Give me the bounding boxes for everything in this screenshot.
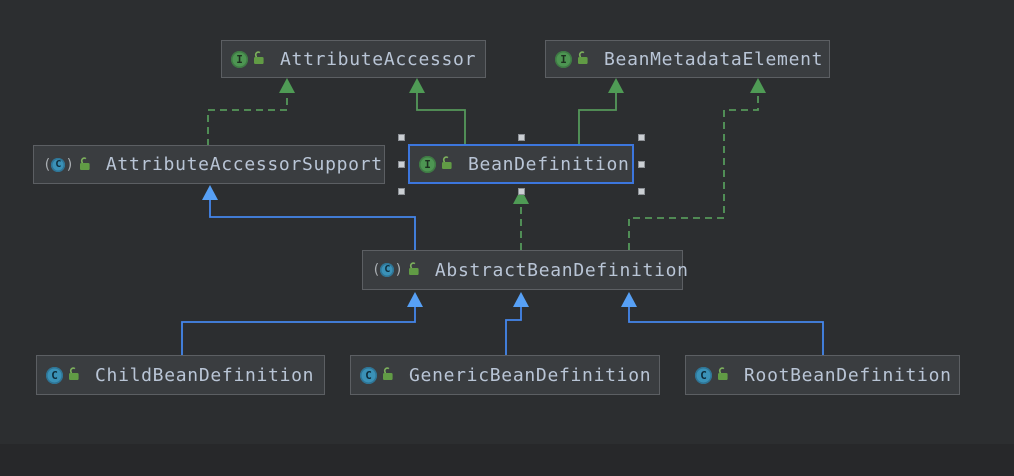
abstract-class-icon: (C) — [372, 262, 403, 278]
edge-abstract-bean-definition--attribute-accessor-support[interactable] — [209, 200, 416, 250]
lock-open-icon — [382, 367, 395, 381]
selection-handle[interactable] — [517, 133, 525, 141]
inheritance-arrowhead — [409, 78, 425, 93]
node-bean-definition[interactable]: I BeanDefinition — [408, 144, 634, 184]
node-label: RootBeanDefinition — [744, 364, 952, 386]
node-label: AbstractBeanDefinition — [434, 259, 689, 281]
selection-handle[interactable] — [637, 160, 645, 168]
edge-child-bean-definition--abstract-bean-definition[interactable] — [181, 307, 416, 355]
interface-icon: I — [419, 155, 436, 173]
selection-handle[interactable] — [397, 187, 405, 195]
node-label: ChildBeanDefinition — [95, 364, 315, 386]
inheritance-arrowhead — [621, 292, 637, 307]
canvas-edge-strip — [0, 444, 1014, 476]
edge-bean-definition--bean-metadata-element[interactable] — [578, 93, 617, 144]
abstract-class-icon: (C) — [43, 156, 74, 173]
interface-icon: I — [231, 50, 248, 68]
node-child-bean-definition[interactable]: C ChildBeanDefinition — [36, 355, 325, 395]
edge-bean-definition--attribute-accessor[interactable] — [416, 93, 466, 144]
inheritance-arrowhead — [608, 78, 624, 93]
lock-open-icon — [253, 51, 266, 65]
node-bean-metadata-element[interactable]: I BeanMetadataElement — [545, 40, 830, 78]
class-icon: C — [46, 366, 63, 384]
class-icon: C — [695, 366, 712, 384]
interface-icon: I — [555, 50, 572, 68]
selection-handle[interactable] — [397, 160, 405, 168]
node-label: BeanMetadataElement — [604, 48, 824, 70]
node-root-bean-definition[interactable]: C RootBeanDefinition — [685, 355, 960, 395]
class-icon: C — [360, 366, 377, 384]
selection-handle[interactable] — [517, 187, 525, 195]
node-generic-bean-definition[interactable]: C GenericBeanDefinition — [350, 355, 660, 395]
inheritance-arrowhead — [407, 292, 423, 307]
selection-handle[interactable] — [397, 133, 405, 141]
node-attribute-accessor-support[interactable]: (C) AttributeAccessorSupport — [33, 145, 385, 184]
lock-open-icon — [79, 156, 92, 171]
edge-abstract-bean-definition--bean-metadata-element[interactable] — [628, 93, 759, 250]
lock-open-icon — [577, 51, 590, 65]
inheritance-arrowhead — [513, 189, 529, 204]
edge-attribute-accessor-support--attribute-accessor[interactable] — [207, 93, 288, 146]
node-label: GenericBeanDefinition — [409, 364, 652, 386]
inheritance-arrowhead — [202, 185, 218, 200]
inheritance-arrowhead — [513, 292, 529, 307]
edge-generic-bean-definition--abstract-bean-definition[interactable] — [505, 307, 522, 355]
edge-root-bean-definition--abstract-bean-definition[interactable] — [628, 307, 824, 355]
node-label: BeanDefinition — [468, 153, 630, 175]
node-attribute-accessor[interactable]: I AttributeAccessor — [221, 40, 486, 78]
lock-open-icon — [441, 156, 454, 170]
node-label: AttributeAccessorSupport — [105, 154, 383, 175]
inheritance-arrowhead — [750, 78, 766, 93]
node-abstract-bean-definition[interactable]: (C) AbstractBeanDefinition — [362, 250, 688, 290]
lock-open-icon — [68, 367, 81, 381]
inheritance-arrowhead — [279, 78, 295, 93]
lock-open-icon — [717, 367, 730, 381]
selection-handle[interactable] — [637, 133, 645, 141]
node-label: AttributeAccessor — [280, 48, 477, 70]
lock-open-icon — [408, 262, 421, 276]
selection-handle[interactable] — [637, 187, 645, 195]
